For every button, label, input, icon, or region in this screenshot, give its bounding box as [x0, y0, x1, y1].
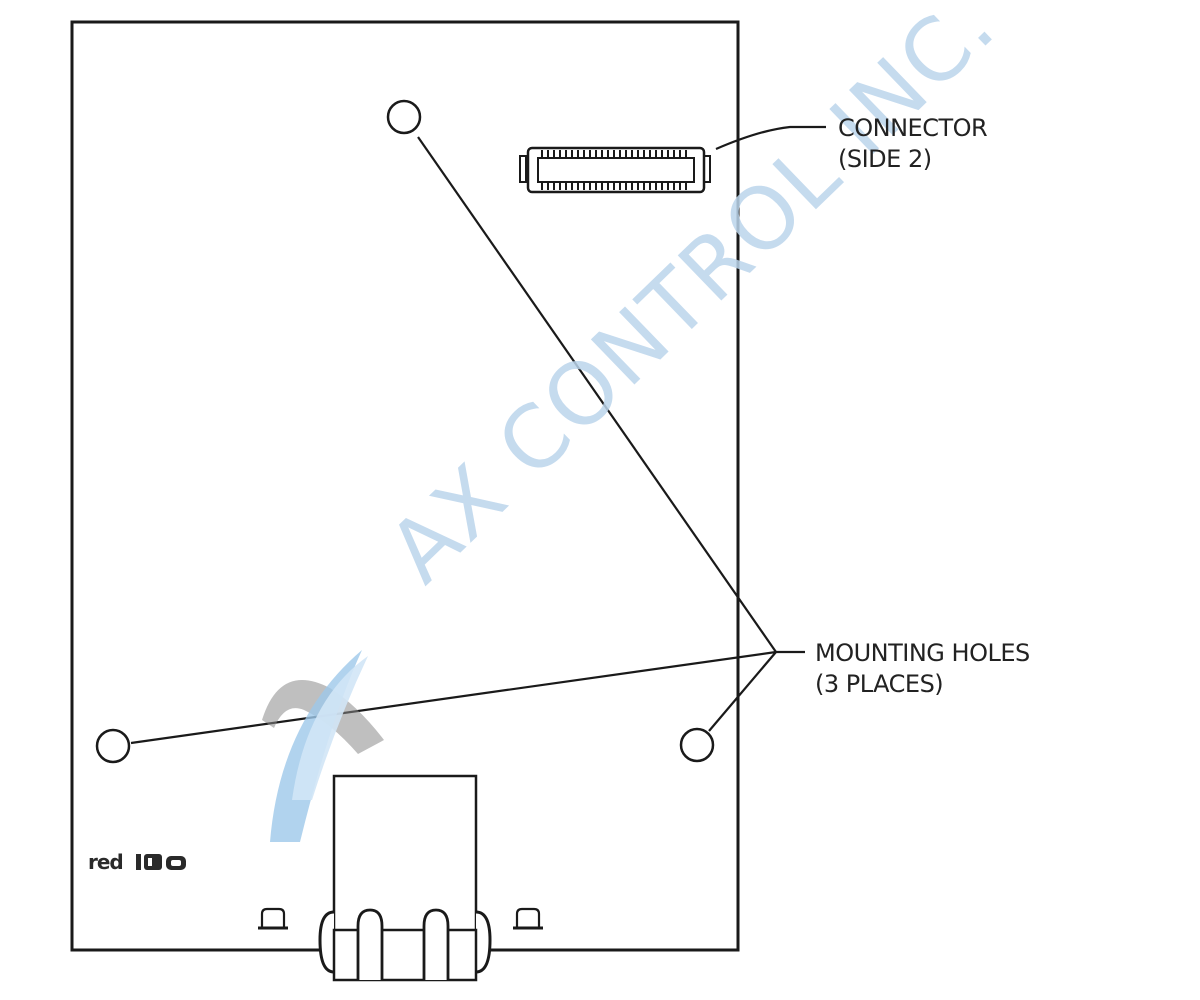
connector-label: CONNECTOR (SIDE 2) — [838, 113, 988, 175]
bottom-tab-left — [258, 907, 288, 930]
connector-label-line1: CONNECTOR — [838, 114, 988, 142]
ethernet-jack — [318, 774, 492, 982]
svg-text:red: red — [88, 850, 123, 874]
mounting-leader-right — [708, 651, 777, 732]
mounting-leader-left — [130, 650, 777, 745]
mounting-holes-label: MOUNTING HOLES (3 PLACES) — [815, 638, 1030, 700]
mounting-hole-left — [95, 728, 131, 764]
board-connector — [519, 146, 711, 194]
mounting-leader-top — [417, 136, 777, 653]
mounting-hole-right — [679, 727, 715, 763]
mounting-label-line2: (3 PLACES) — [815, 670, 944, 698]
connector-label-line2: (SIDE 2) — [838, 145, 932, 173]
connector-leader-line — [715, 125, 826, 151]
bottom-tab-right — [513, 907, 543, 930]
mounting-hole-top — [386, 99, 422, 135]
red-lion-logo: red — [88, 850, 186, 874]
mounting-label-line1: MOUNTING HOLES — [815, 639, 1030, 667]
